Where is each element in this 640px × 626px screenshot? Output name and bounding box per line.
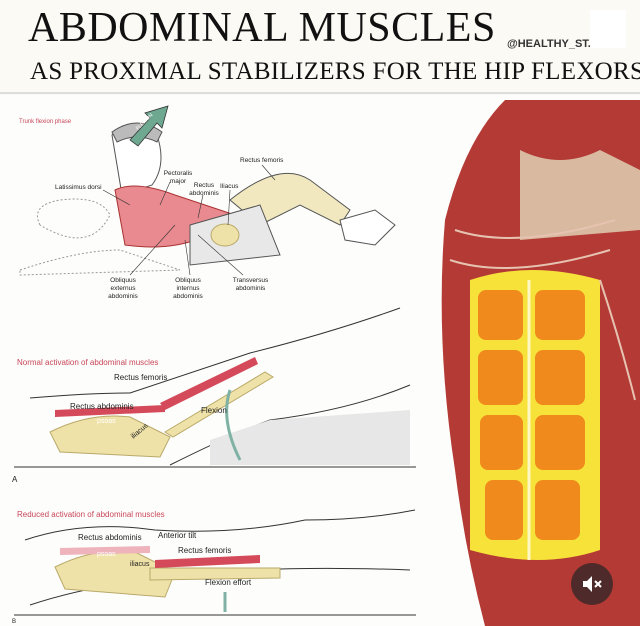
situp-figure — [19, 122, 396, 276]
panel-b-heading: Reduced activation of abdominal muscles — [17, 510, 165, 519]
leader-lines — [102, 164, 276, 276]
a-label-psoas: psoas — [97, 418, 116, 425]
label-rectus-femoris: Rectus femoris — [240, 157, 284, 164]
speaker-muted-icon — [583, 576, 602, 592]
panel-a-heading: Normal activation of abdominal muscles — [17, 358, 159, 367]
page-title: ABDOMINAL MUSCLES — [28, 5, 496, 51]
b-label-rectus-abdominis: Rectus abdominis — [78, 533, 142, 542]
panel-b-figure — [14, 509, 416, 616]
label-rectus-abdominis: Rectus abdominis — [189, 182, 219, 197]
a-label-rectus-femoris: Rectus femoris — [114, 373, 168, 382]
b-label-iliacus: iliacus — [130, 561, 150, 568]
panel-b-letter: B — [12, 619, 17, 625]
watermark-cover — [590, 10, 626, 48]
phase-label: Trunk flexion phase — [19, 119, 72, 125]
account-handle: @HEALTHY_ST... — [507, 38, 597, 50]
panel-a-figure — [14, 307, 416, 468]
label-obliquus-internus: Obliquus internus abdominis — [173, 277, 203, 300]
page-subtitle: AS PROXIMAL STABILIZERS FOR THE HIP FLEX… — [30, 58, 640, 85]
flexion-arrow — [129, 105, 169, 147]
label-latissimus: Latissimus dorsi — [55, 184, 102, 191]
torso-muscle-figure — [441, 100, 640, 626]
a-label-flexion: Flexion — [201, 406, 227, 415]
b-label-psoas: psoas — [97, 551, 116, 558]
label-obliquus-externus: Obliquus externus abdominis — [108, 277, 138, 300]
mute-button[interactable] — [571, 563, 613, 605]
label-iliacus: Iliacus — [220, 183, 239, 190]
b-label-flexion-effort: Flexion effort — [205, 578, 252, 587]
panel-a-letter: A — [12, 475, 18, 484]
b-label-anterior-tilt: Anterior tilt — [158, 531, 197, 540]
label-transversus: Transversus abdominis — [232, 277, 269, 292]
divider — [0, 92, 640, 94]
a-label-rectus-abdominis: Rectus abdominis — [70, 402, 134, 411]
label-pectoralis: Pectoralis major — [163, 170, 193, 185]
b-label-rectus-femoris: Rectus femoris — [178, 546, 232, 555]
